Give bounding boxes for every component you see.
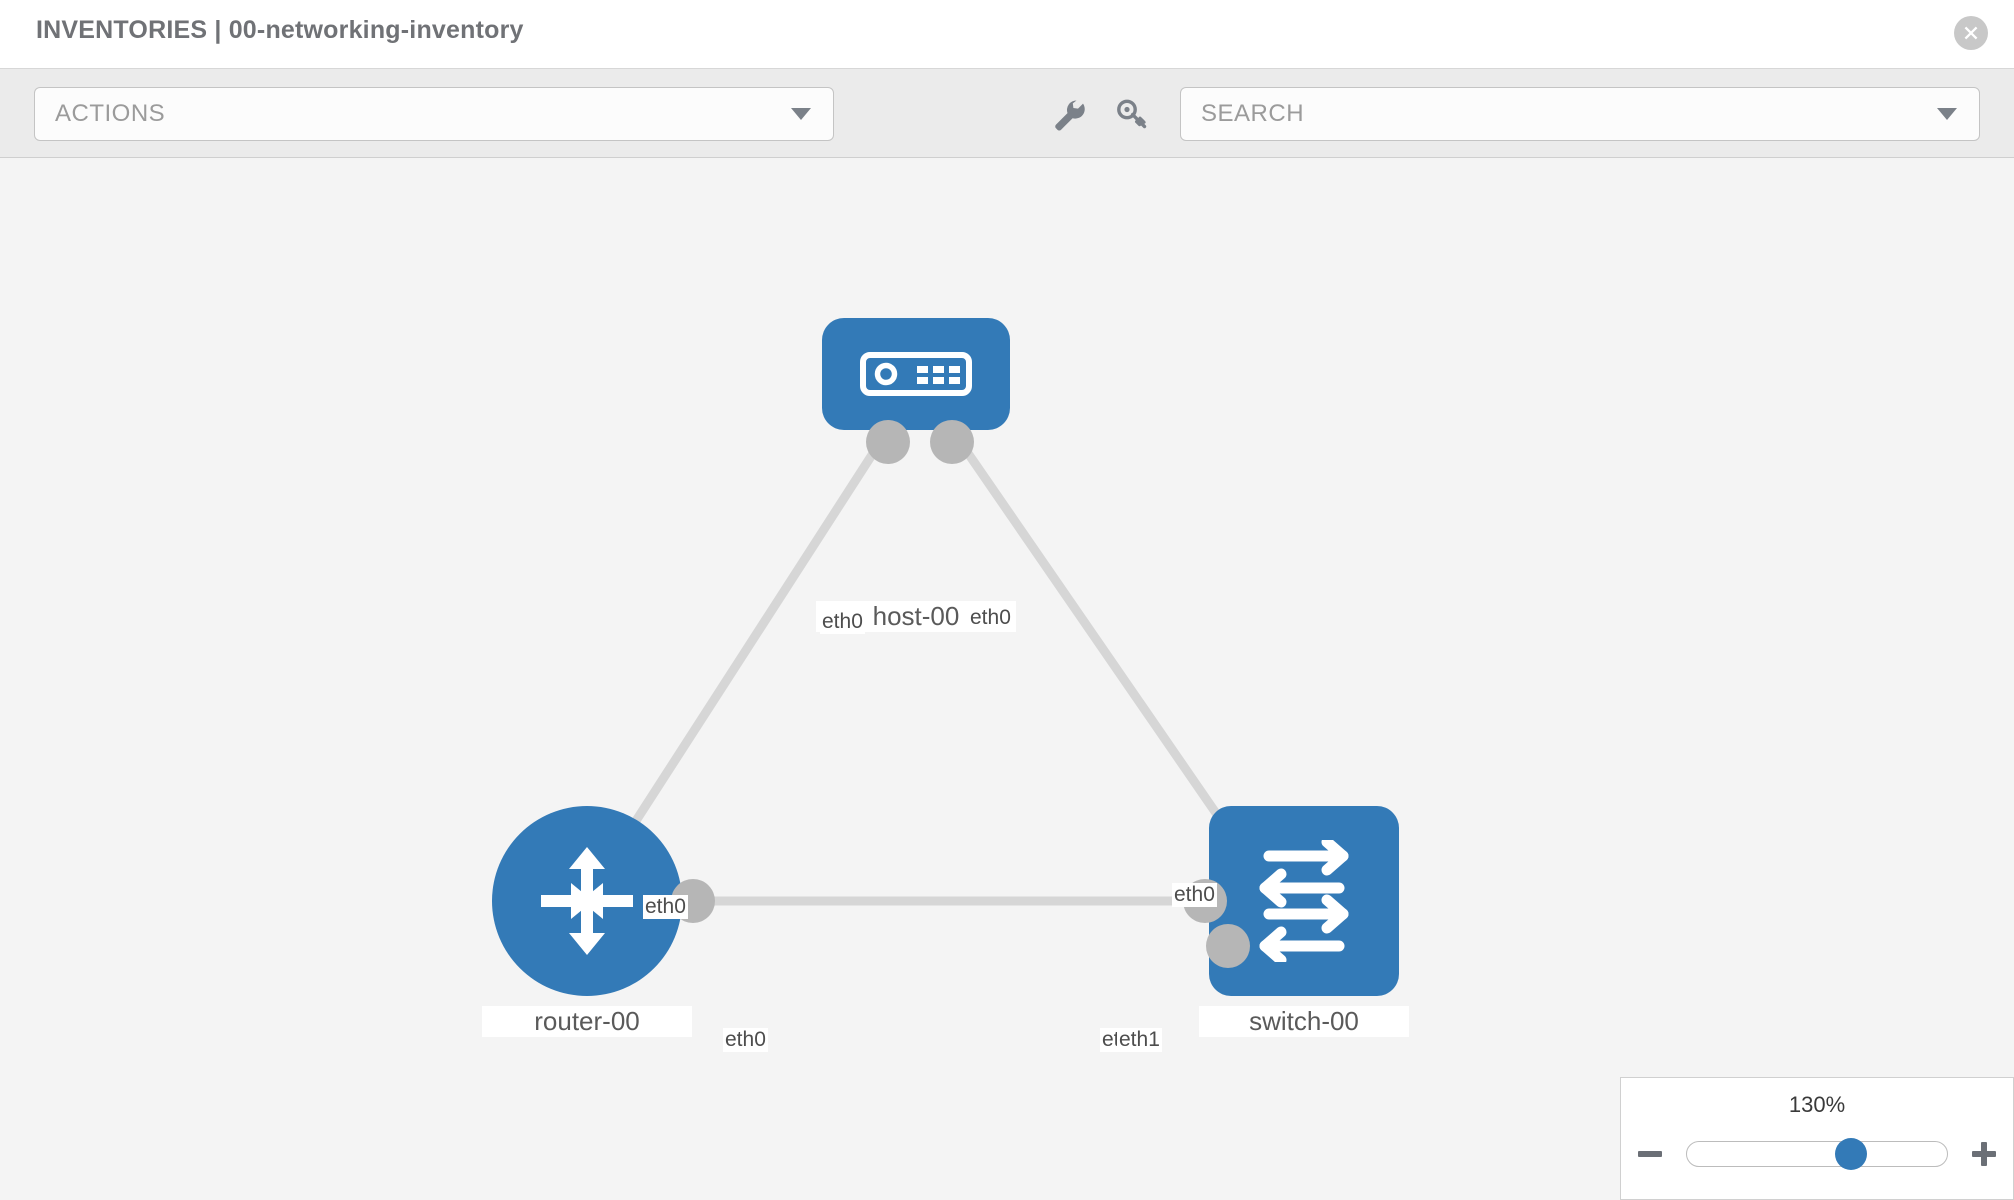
- link-host00-switch00: [948, 427, 1244, 851]
- iface-label-router00-eth0: eth0: [723, 1028, 768, 1052]
- wrench-icon[interactable]: [1045, 91, 1091, 137]
- node-label-router-00: router-00: [482, 1006, 692, 1037]
- router-arrows-icon: [541, 847, 633, 955]
- page-title: INVENTORIES | 00-networking-inventory: [36, 16, 524, 44]
- chevron-down-icon[interactable]: [1937, 108, 1957, 120]
- close-icon[interactable]: [1954, 16, 1988, 50]
- node-label-switch-00: switch-00: [1199, 1006, 1409, 1037]
- iface-label-host00-eth0-left: eth0: [820, 610, 865, 634]
- link-host00-router00: [608, 427, 892, 861]
- iface-label-router00-uplink-eth0: eth0: [643, 895, 688, 919]
- zoom-slider-handle[interactable]: [1834, 1138, 1867, 1170]
- actions-dropdown[interactable]: ACTIONS: [34, 87, 834, 141]
- zoom-level-label: 130%: [1788, 1092, 1846, 1117]
- host-node-shape[interactable]: [822, 318, 1010, 430]
- zoom-controls: [1621, 1134, 2013, 1174]
- key-icon[interactable]: [1110, 91, 1156, 137]
- node-switch-00[interactable]: switch-00: [1199, 806, 1409, 1037]
- iface-label-switch00-uplink-eth0: eth0: [1172, 883, 1217, 907]
- node-host-00[interactable]: host-00: [816, 318, 1016, 632]
- zoom-panel: 130%: [1620, 1077, 2014, 1200]
- server-icon: [860, 352, 972, 396]
- chevron-down-icon: [791, 108, 811, 120]
- switch-node-shape[interactable]: [1209, 806, 1399, 996]
- topology-links: [608, 427, 1244, 906]
- zoom-out-button[interactable]: [1630, 1134, 1670, 1174]
- actions-dropdown-label: ACTIONS: [55, 100, 166, 127]
- iface-label-host00-eth0-right: eth0: [968, 606, 1013, 630]
- topology-canvas[interactable]: host-00: [0, 158, 2014, 1200]
- iface-label-switch00-eth1: eth1: [1117, 1028, 1162, 1052]
- search-input[interactable]: SEARCH: [1180, 87, 1980, 141]
- node-router-00[interactable]: router-00: [482, 806, 692, 1037]
- search-placeholder: SEARCH: [1201, 100, 1305, 127]
- zoom-slider[interactable]: [1686, 1138, 1948, 1170]
- socket-switch00-eth0[interactable]: [1206, 924, 1250, 968]
- zoom-in-button[interactable]: [1964, 1134, 2004, 1174]
- socket-host00-eth0-left[interactable]: [866, 420, 910, 464]
- socket-host00-eth0-right[interactable]: [930, 420, 974, 464]
- switch-arrows-icon: [1259, 840, 1349, 962]
- toolbar: ACTIONS SEARCH: [0, 68, 2014, 158]
- page-header: INVENTORIES | 00-networking-inventory: [0, 0, 2014, 68]
